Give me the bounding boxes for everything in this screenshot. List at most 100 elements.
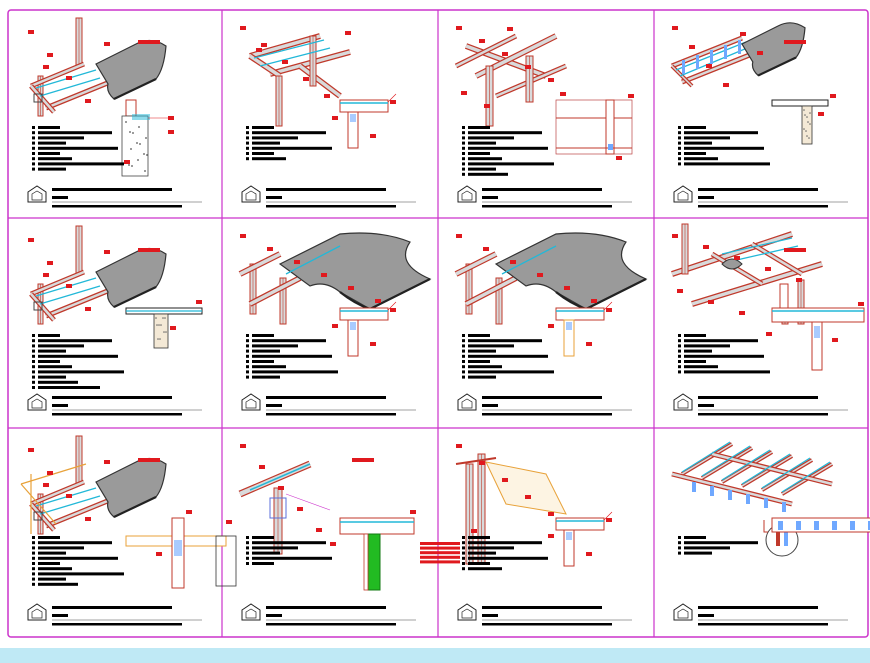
legend-entry [468,562,490,565]
callout-tag [510,260,516,264]
callout-tag [240,234,246,238]
legend-bullet [246,375,249,379]
deck-line [781,461,831,493]
detail-caption-bar [698,205,828,208]
detail-subtitle-bar [482,614,498,617]
steel-beam-web [249,54,281,78]
slab-edge [113,496,157,518]
steel-beam-web [239,252,281,276]
legend-entry [468,349,496,353]
deck-line [681,441,731,473]
callout-tag [461,91,467,95]
steel-beam-web [30,270,85,296]
legend-bullet [678,541,681,545]
legend-bullet [462,334,465,337]
legend-bullet [462,146,465,150]
callout-tag [672,26,678,30]
joist-web [728,490,732,500]
legend-bullet [246,536,249,539]
detail-panel-p6 [238,232,432,416]
detail-panel-p9 [20,435,237,626]
detail-panel-p10 [238,444,460,626]
house-icon [673,603,693,621]
steel-beam-web [30,480,85,506]
legend-entry [252,131,326,135]
steel-beam-web [701,447,753,479]
steel-beam-web [249,276,301,306]
legend-entry [468,334,490,337]
callout-tag [47,261,53,265]
legend-entry [684,131,758,135]
red-note [420,542,460,545]
joist-web [692,482,696,492]
house-icon [27,393,47,411]
legend-entry [684,354,764,358]
callout-tag [28,30,34,34]
callout-tag [548,512,554,516]
callout-tag [375,299,381,303]
detail-caption-bar [698,413,828,416]
legend-bullet [32,380,35,384]
legend-bullet [32,582,35,586]
detail-caption-bar [266,623,396,626]
legend-entry [252,562,274,565]
steel-beam-web [671,232,793,276]
leader-line [387,301,397,311]
legend-bullet [246,136,249,140]
legend-entry [684,344,730,348]
legend-entry [684,349,712,353]
steel-beam-web [681,443,733,475]
red-label-tag [138,458,160,462]
callout-tag [66,494,72,498]
joist-web [850,521,855,530]
legend-bullet [246,551,249,555]
steel-beam-web [751,242,803,276]
detail-title-bar [52,606,172,609]
legend-entry [684,546,730,550]
legend-entry [468,365,502,369]
legend-bullet [246,541,249,545]
legend-entry [38,334,60,337]
steel-beam-web [30,62,85,88]
joist-web [796,521,801,530]
callout-tag [830,94,836,98]
detail-caption-bar [482,205,612,208]
legend-entry [38,141,66,145]
detail-caption-bar [266,205,396,208]
house-icon [673,185,693,203]
legend-bullet [32,386,35,389]
callout-tag [479,39,485,43]
legend-bullet [32,365,35,369]
legend-bullet [678,349,681,353]
legend-bullet [246,556,249,560]
legend-entry [38,349,66,353]
detail-subtitle-bar [52,196,68,199]
legend-entry [252,157,286,161]
legend-entry [38,131,112,135]
callout-tag [297,507,303,511]
steel-beam-web [465,276,517,306]
legend-entry [252,370,338,374]
slab-edge [113,78,157,100]
legend-entry [38,126,60,129]
legend-bullet [462,152,465,155]
legend-bullet [678,334,681,337]
red-note [420,546,460,550]
legend-bullet [678,131,681,135]
legend-bullet [462,567,465,571]
callout-tag [796,278,802,282]
legend-bullet [32,126,35,129]
legend-bullet [678,339,681,343]
legend-entry [468,167,496,171]
house-icon [241,185,261,203]
detail-subtitle-bar [266,614,282,617]
detail-panel-p5 [27,225,203,416]
stiffener [682,60,685,74]
red-note [420,555,460,559]
legend-entry [38,157,72,161]
legend-entry [38,375,66,379]
joist-web [778,521,783,530]
callout-tag [47,53,53,57]
legend-bullet [462,141,465,145]
legend-bullet [462,126,465,129]
